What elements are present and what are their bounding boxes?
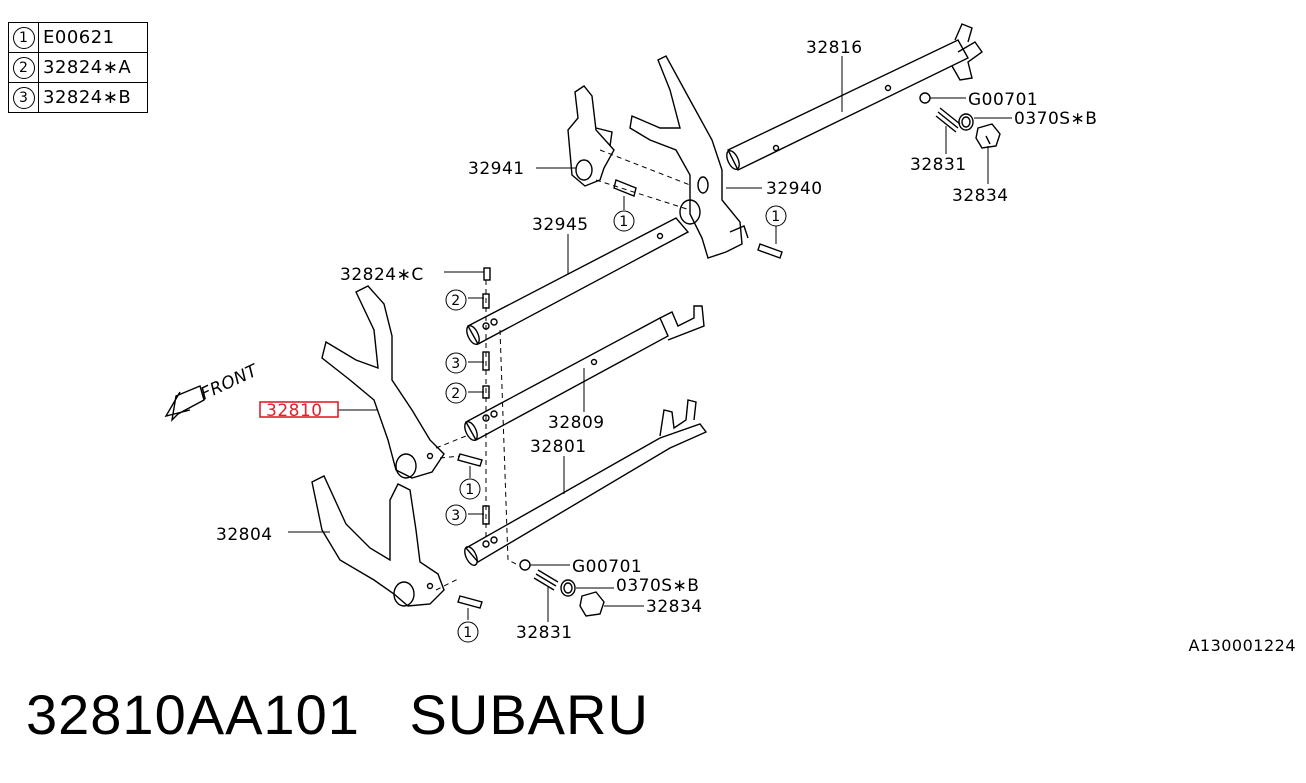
label-32809: 32809 bbox=[548, 413, 605, 433]
legend-number: 1 bbox=[12, 27, 35, 49]
callout-circle bbox=[765, 205, 787, 227]
callout-circle bbox=[457, 621, 479, 643]
dashed-guide bbox=[599, 149, 691, 186]
label-32945: 32945 bbox=[532, 215, 589, 235]
legend-row: 1 E00621 bbox=[8, 22, 148, 53]
rod-32816 bbox=[726, 23, 983, 171]
callout-number: 1 bbox=[771, 209, 780, 225]
callout-number: 1 bbox=[619, 214, 628, 230]
dashed-guide bbox=[439, 455, 461, 459]
legend-number: 2 bbox=[12, 57, 35, 79]
legend-code: E00621 bbox=[38, 22, 148, 53]
label-g00701-top: G00701 bbox=[968, 90, 1038, 110]
reference-code: A130001224 bbox=[1188, 636, 1296, 655]
label-0370s-top: 0370S∗B bbox=[1014, 109, 1097, 129]
pin-mid bbox=[457, 453, 483, 467]
label-32940: 32940 bbox=[766, 179, 823, 199]
callout-number: 3 bbox=[451, 508, 460, 524]
legend-row: 3 32824∗B bbox=[8, 82, 148, 113]
callout-circle bbox=[445, 352, 467, 374]
label-32941: 32941 bbox=[468, 159, 525, 179]
callout-circle bbox=[445, 382, 467, 404]
fork-32940 bbox=[629, 55, 749, 259]
rod-32801 bbox=[464, 399, 708, 567]
fork-32810 bbox=[321, 285, 445, 479]
label-32831-bottom: 32831 bbox=[516, 623, 573, 643]
legend-code: 32824∗B bbox=[38, 82, 148, 113]
label-32834-top: 32834 bbox=[952, 186, 1009, 206]
rod-32945 bbox=[466, 217, 690, 346]
dashed-guide bbox=[435, 435, 467, 449]
dashed-guide bbox=[595, 179, 691, 211]
fork-32804 bbox=[311, 475, 445, 607]
callout-number: 2 bbox=[451, 293, 460, 309]
legend-row: 2 32824∗A bbox=[8, 52, 148, 83]
label-32834-bottom: 32834 bbox=[646, 597, 703, 617]
legend-number: 3 bbox=[12, 87, 35, 109]
callout-number: 1 bbox=[463, 625, 472, 641]
fork-32941 bbox=[567, 85, 615, 187]
callout-circle bbox=[445, 504, 467, 526]
front-arrow bbox=[164, 385, 205, 423]
highlight-box bbox=[259, 401, 339, 418]
callout-number: 2 bbox=[451, 386, 460, 402]
part-number-caption: 32810AA101 SUBARU bbox=[26, 683, 649, 746]
label-0370s-bottom: 0370S∗B bbox=[616, 576, 699, 596]
callout-circle bbox=[445, 289, 467, 311]
label-32816: 32816 bbox=[806, 38, 863, 58]
pin-bottom bbox=[457, 595, 483, 609]
front-label: FRONT bbox=[198, 360, 262, 404]
detent-parts-top bbox=[919, 92, 1001, 149]
callout-number: 3 bbox=[451, 356, 460, 372]
dashed-guide bbox=[499, 329, 521, 567]
label-32831-top: 32831 bbox=[910, 155, 967, 175]
label-g00701-bottom: G00701 bbox=[572, 557, 642, 577]
label-32801: 32801 bbox=[530, 437, 587, 457]
pin-top-right bbox=[757, 243, 783, 259]
label-32810: 32810 bbox=[266, 401, 323, 421]
dashed-guide bbox=[435, 577, 461, 591]
pin-top-left bbox=[613, 179, 637, 197]
label-32804: 32804 bbox=[216, 525, 273, 545]
legend-code: 32824∗A bbox=[38, 52, 148, 83]
parts-diagram: 1 1 2 3 2 1 3 1 32816 G00701 0370S∗B 328… bbox=[164, 23, 1097, 643]
label-32824c: 32824∗C bbox=[340, 265, 424, 285]
legend-table: 1 E00621 2 32824∗A 3 32824∗B bbox=[8, 22, 148, 113]
callout-circle bbox=[613, 210, 635, 232]
callout-number: 1 bbox=[465, 482, 474, 498]
interlock-pin bbox=[483, 267, 491, 281]
callout-circle bbox=[459, 478, 481, 500]
